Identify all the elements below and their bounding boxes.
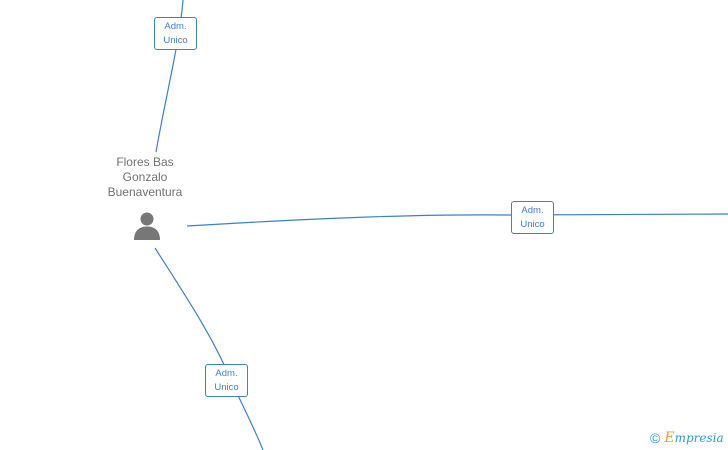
role-badge-right[interactable]: Adm. Unico bbox=[511, 201, 554, 234]
person-name-line-1: Flores Bas bbox=[116, 155, 174, 169]
role-line1: Adm. bbox=[164, 21, 187, 32]
person-name[interactable]: Flores Bas Gonzalo Buenaventura bbox=[95, 155, 195, 200]
role-line2: Unico bbox=[163, 35, 188, 46]
copyright-footer: © Empresia bbox=[650, 430, 724, 446]
edge-right bbox=[186, 213, 728, 227]
brand-logo[interactable]: Empresia bbox=[664, 430, 723, 446]
role-line1: Adm. bbox=[521, 205, 544, 216]
person-name-line-3: Buenaventura bbox=[107, 185, 183, 199]
edge-top bbox=[155, 0, 184, 153]
brand-text: mpresia bbox=[674, 431, 724, 445]
copyright-icon: © bbox=[650, 430, 661, 446]
person-name-line-2: Gonzalo bbox=[122, 170, 168, 184]
person-icon[interactable] bbox=[132, 210, 162, 240]
edge-bottom bbox=[154, 247, 264, 450]
role-badge-bottom[interactable]: Adm. Unico bbox=[205, 364, 248, 397]
role-line1: Adm. bbox=[215, 368, 238, 379]
role-line2: Unico bbox=[520, 219, 545, 230]
brand-initial: E bbox=[664, 430, 675, 446]
person-icon-graphic bbox=[134, 212, 160, 240]
role-line2: Unico bbox=[214, 382, 239, 393]
role-badge-top[interactable]: Adm. Unico bbox=[154, 17, 197, 50]
